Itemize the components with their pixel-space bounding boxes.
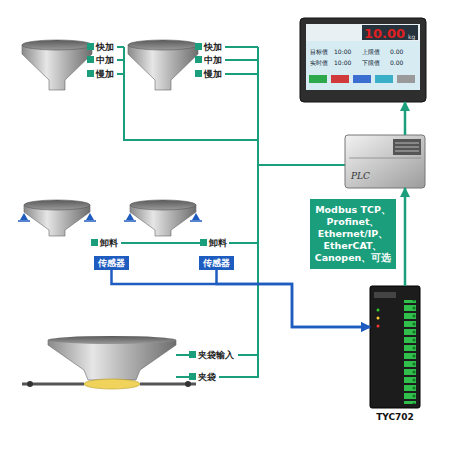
signal-label: 快加 bbox=[204, 41, 222, 53]
signal-label: 卸料 bbox=[209, 237, 227, 249]
signal-label: 中加 bbox=[96, 54, 114, 66]
node-text: 10.00 bbox=[364, 26, 405, 41]
signal-label: 慢加 bbox=[204, 68, 222, 80]
node-text: Modbus TCP、Profinet、Ethernet/IP、EtherCAT… bbox=[313, 204, 393, 264]
node-text: 上限值 bbox=[362, 48, 380, 56]
node-text: 目标值 bbox=[310, 48, 328, 56]
signal-label: 快加 bbox=[96, 41, 114, 53]
signal-arrow bbox=[112, 270, 371, 327]
node-text: 0.00 bbox=[390, 59, 403, 67]
tyc702-device: TYC702 bbox=[370, 286, 420, 408]
signal-label: 夹袋 bbox=[198, 371, 216, 383]
signal-label: 中加 bbox=[204, 54, 222, 66]
signal-arrow bbox=[404, 102, 407, 135]
protocol-box: Modbus TCP、Profinet、Ethernet/IP、EtherCAT… bbox=[310, 199, 396, 269]
signal-label: 慢加 bbox=[96, 68, 114, 80]
node-text: TYC702 bbox=[370, 412, 420, 422]
sensor-box: 传感器 bbox=[94, 256, 129, 270]
node-text: 下限值 bbox=[362, 59, 380, 67]
node-text: 传感器 bbox=[98, 257, 125, 269]
node-text: 传感器 bbox=[203, 257, 230, 269]
node-text: 10:00 bbox=[334, 59, 351, 67]
hmi-screen: 10.00kg 目标值 10:00 上限值 0.00 实时值 10:00 下限值 0.00 bbox=[300, 18, 426, 102]
signal-arrow bbox=[404, 188, 407, 286]
node-text: 10:00 bbox=[334, 48, 351, 56]
signal-arrow bbox=[217, 270, 371, 327]
node-text: PLC bbox=[351, 171, 370, 181]
signal-label: 夹袋输入 bbox=[198, 349, 234, 361]
sensor-box: 传感器 bbox=[199, 256, 234, 270]
plc-unit: PLC bbox=[345, 135, 425, 188]
node-text: 实时值 bbox=[310, 59, 328, 67]
node-text: 0.00 bbox=[390, 48, 403, 56]
signal-label: 卸料 bbox=[100, 237, 118, 249]
node-text: kg bbox=[408, 33, 415, 41]
